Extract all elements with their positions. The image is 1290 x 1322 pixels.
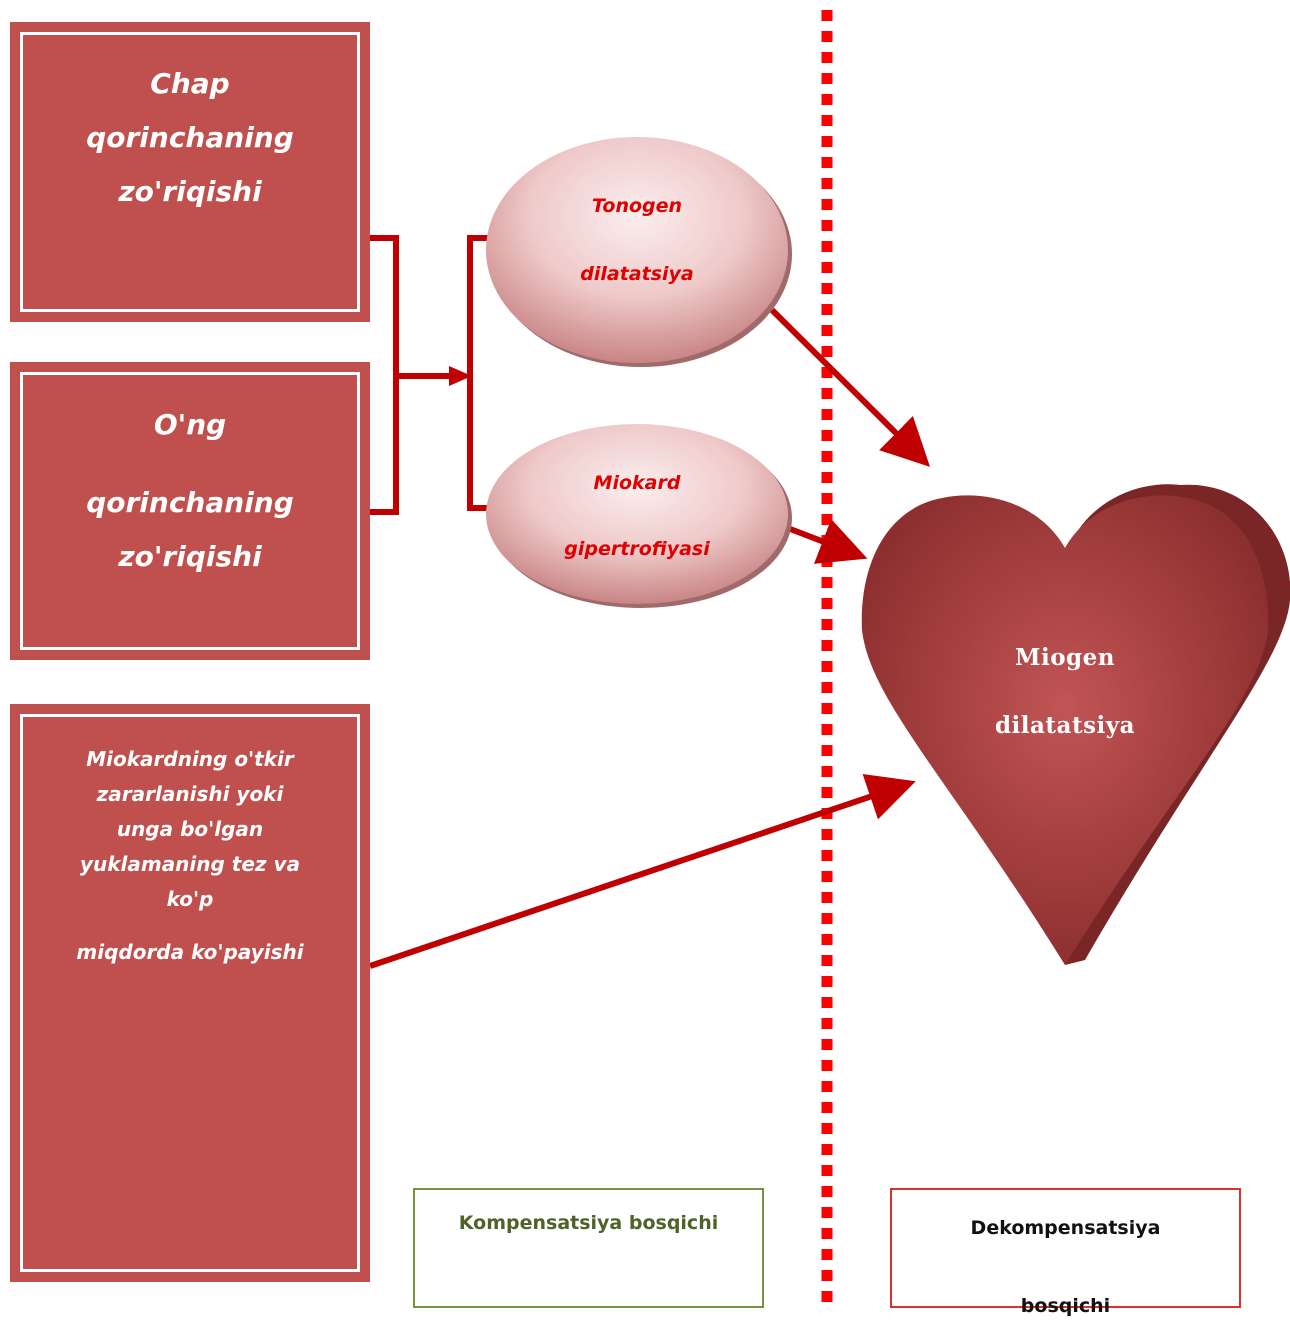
oval-tonogen — [486, 137, 788, 363]
box-line: qorinchaning — [86, 486, 294, 519]
box-right-ventricle-text: O'ng qorinchaning zo'riqishi — [10, 398, 370, 584]
box-left-ventricle-strain: Chap qorinchaning zo'riqishi — [10, 22, 370, 322]
box-line: Miokardning o'tkir — [86, 747, 294, 771]
decompensation-stage-label: Dekompensatsiya bosqichi — [890, 1188, 1241, 1317]
box-line: zo'riqishi — [118, 175, 262, 208]
box-line — [10, 452, 370, 476]
oval-line: Tonogen — [591, 195, 683, 217]
heart-line: dilatatsiya — [994, 712, 1136, 739]
oval-hypertrophy — [486, 424, 788, 604]
box-line: Chap — [150, 67, 230, 100]
heart-shape — [861, 495, 1269, 965]
box-line: ko'p — [166, 887, 214, 911]
box-line: zo'riqishi — [118, 540, 262, 573]
decompensation-line: Dekompensatsiya — [970, 1217, 1161, 1239]
box-line: qorinchaning — [86, 121, 294, 154]
box-line: zararlanishi yoki — [96, 782, 284, 806]
box-frame — [20, 714, 360, 1272]
heart-text: Miogen dilatatsiya — [965, 624, 1165, 760]
arrow-damage-to-heart — [369, 773, 916, 969]
oval-hypertrophy-text: Miokard gipertrofiyasi — [537, 450, 737, 582]
box-acute-myocardial-damage: Miokardning o'tkir zararlanishi yoki ung… — [10, 704, 370, 1282]
box-frame — [20, 32, 360, 312]
compensation-stage-label: Kompensatsiya bosqichi — [413, 1188, 764, 1308]
oval-line: dilatatsiya — [580, 263, 694, 285]
bracket-arrow-head — [449, 366, 472, 386]
box-frame — [20, 372, 360, 650]
oval-line: gipertrofiyasi — [564, 538, 710, 560]
oval-tonogen-text: Tonogen dilatatsiya — [537, 172, 737, 308]
box-right-ventricle-strain: O'ng qorinchaning zo'riqishi — [10, 362, 370, 660]
oval-line: Miokard — [593, 472, 681, 494]
bracket-connector — [370, 235, 488, 515]
box-acute-damage-text: Miokardning o'tkir zararlanishi yoki ung… — [10, 742, 370, 970]
arrow-tonogen-to-heart — [769, 307, 931, 467]
box-line: miqdorda ko'payishi — [76, 940, 304, 964]
decompensation-line: bosqichi — [1020, 1295, 1111, 1317]
heart-line: Miogen — [1015, 644, 1115, 671]
box-left-ventricle-text: Chap qorinchaning zo'riqishi — [10, 57, 370, 219]
box-line: O'ng — [153, 408, 227, 441]
box-line: yuklamaning tez va — [79, 852, 301, 876]
box-line — [10, 917, 370, 935]
compensation-stage-text: Kompensatsiya bosqichi — [458, 1212, 719, 1234]
box-line: unga bo'lgan — [116, 817, 264, 841]
